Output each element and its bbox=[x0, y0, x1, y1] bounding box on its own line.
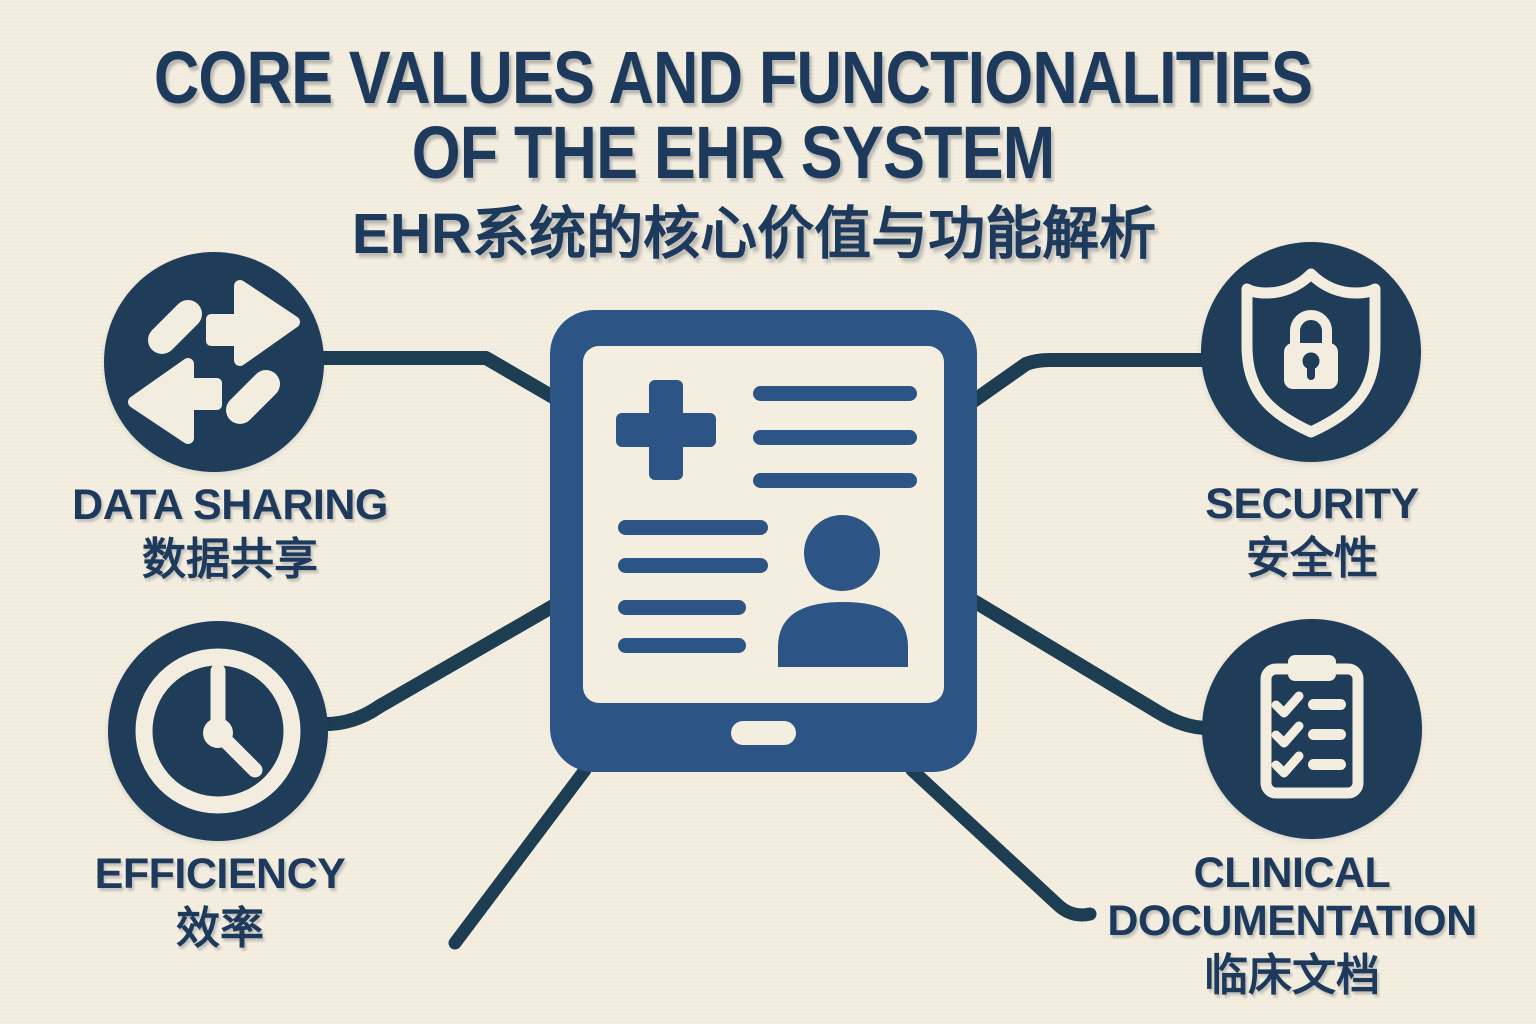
tablet-leg-right bbox=[905, 763, 1097, 922]
connector-clinical-documentation bbox=[968, 594, 1209, 735]
connector-efficiency bbox=[317, 594, 566, 732]
connector-security bbox=[967, 353, 1208, 408]
efficiency-label-zh: 效率 bbox=[176, 904, 264, 954]
clinical-documentation-label-en: CLINICAL DOCUMENTATION bbox=[1107, 849, 1477, 946]
medical-record-graphic bbox=[616, 380, 917, 667]
ehr-tablet-icon bbox=[550, 310, 977, 772]
node-efficiency bbox=[108, 621, 328, 841]
label-efficiency: EFFICIENCY 效率 bbox=[10, 850, 430, 955]
node-security bbox=[1201, 242, 1421, 462]
checklist-lines bbox=[1308, 699, 1346, 770]
label-clinical-documentation: CLINICAL DOCUMENTATION 临床文档 bbox=[1072, 849, 1512, 1002]
page-title: CORE VALUES AND FUNCTIONALITIES OF THE E… bbox=[110, 40, 1356, 191]
keyhole bbox=[1302, 352, 1320, 380]
clinical-documentation-label-zh: 临床文档 bbox=[1204, 951, 1380, 1001]
arrow-right bbox=[148, 280, 300, 366]
patient-avatar-icon bbox=[778, 515, 908, 667]
record-text-lines-top bbox=[753, 386, 917, 488]
label-security: SECURITY 安全性 bbox=[1092, 480, 1532, 585]
header: CORE VALUES AND FUNCTIONALITIES OF THE E… bbox=[0, 40, 1466, 265]
record-text-lines-bottom bbox=[618, 520, 768, 653]
security-label-zh: 安全性 bbox=[1246, 534, 1378, 584]
node-clinical-documentation bbox=[1202, 619, 1422, 839]
data-sharing-label-zh: 数据共享 bbox=[142, 535, 318, 585]
medical-cross-icon bbox=[616, 380, 716, 480]
security-label-en: SECURITY bbox=[1205, 480, 1419, 528]
tablet-leg-left bbox=[448, 763, 592, 950]
connector-data-sharing bbox=[312, 351, 569, 411]
page-subtitle-zh: EHR系统的核心价值与功能解析 bbox=[351, 201, 1157, 266]
efficiency-label-en: EFFICIENCY bbox=[94, 850, 346, 898]
data-sharing-label-en: DATA SHARING bbox=[72, 481, 388, 529]
title-line-1: CORE VALUES AND FUNCTIONALITIES bbox=[153, 36, 1313, 119]
tablet-home-button bbox=[731, 721, 796, 745]
shield-lock-icon bbox=[1241, 268, 1381, 438]
node-data-sharing bbox=[104, 252, 324, 472]
transfer-arrows-icon bbox=[128, 280, 300, 444]
arrow-left bbox=[128, 358, 280, 444]
clock-icon bbox=[135, 648, 301, 814]
title-line-2: OF THE EHR SYSTEM bbox=[411, 111, 1055, 195]
checkmarks bbox=[1271, 691, 1304, 778]
label-data-sharing: DATA SHARING 数据共享 bbox=[14, 481, 446, 586]
clipboard-checklist-icon bbox=[1260, 655, 1364, 799]
